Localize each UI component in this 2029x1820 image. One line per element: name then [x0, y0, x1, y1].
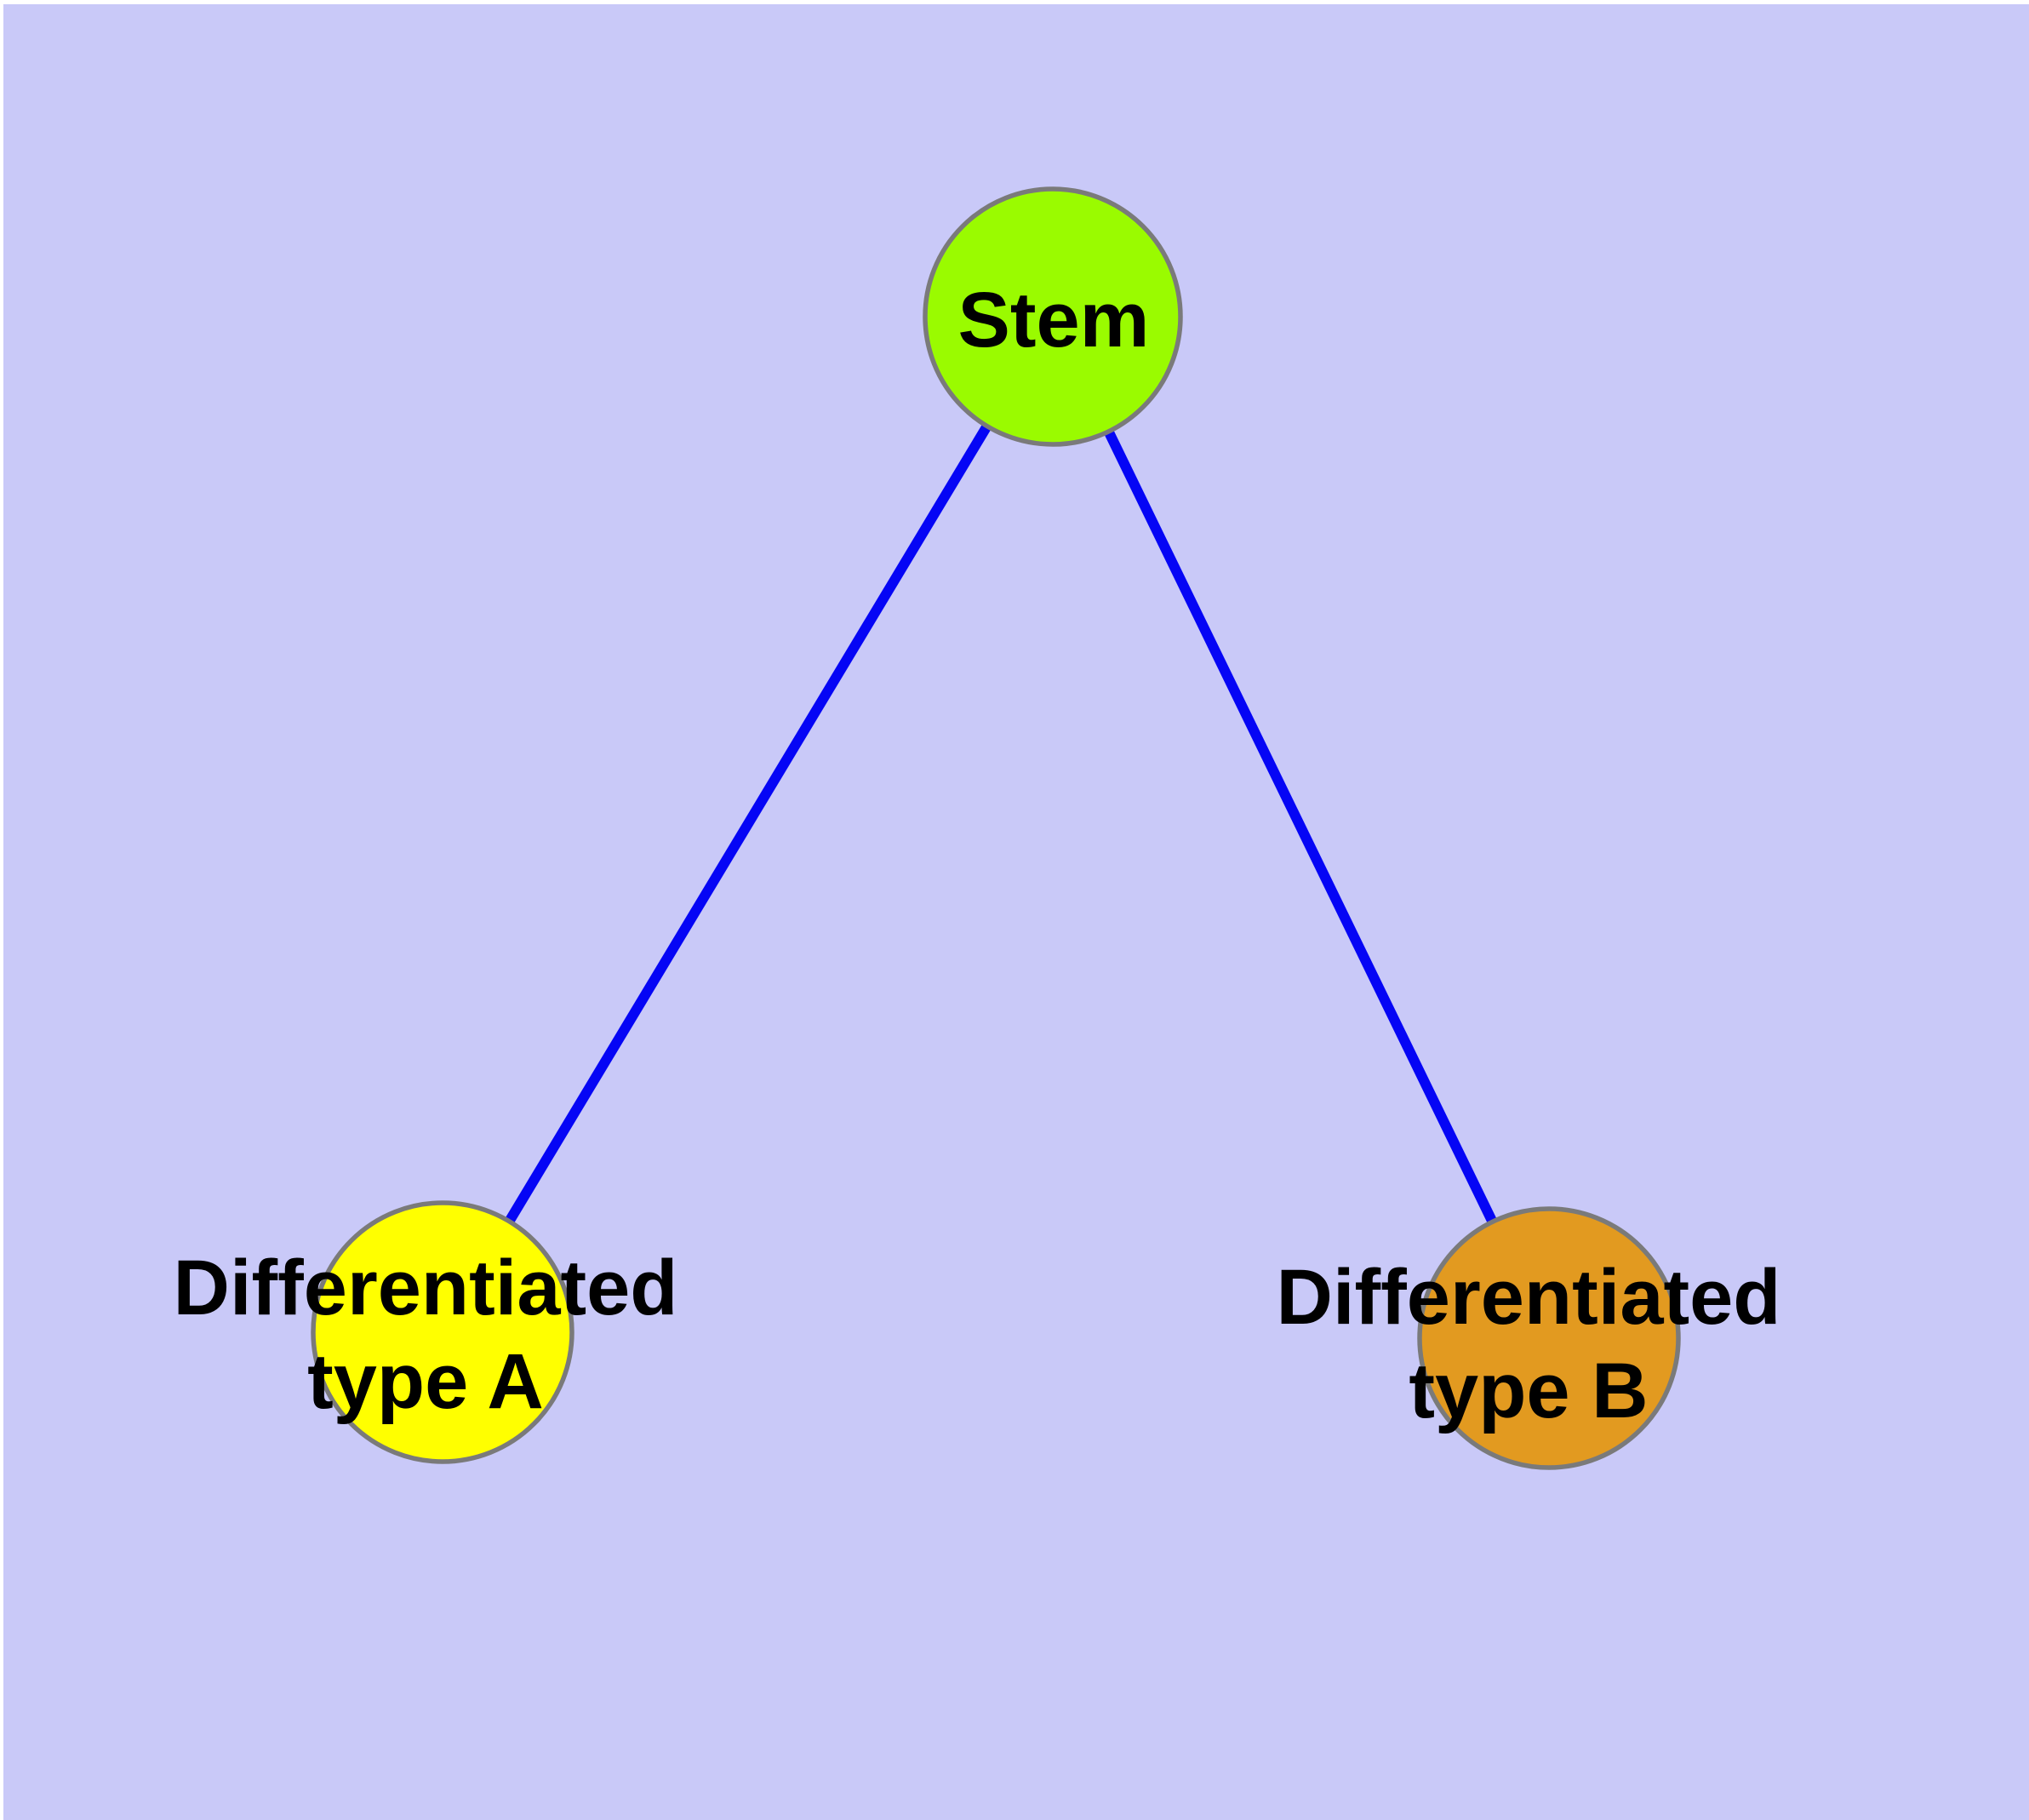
label-line-2: type A [307, 1338, 544, 1425]
label-line-1: Differentiated [1276, 1254, 1781, 1341]
node-label-differentiated-type-a: Differentiated type A [174, 1241, 678, 1428]
edge-stem-to-type-a[interactable] [437, 313, 1058, 1336]
label-line-1: Stem [957, 277, 1150, 363]
label-line-2: type B [1409, 1348, 1649, 1434]
node-differentiated-type-b[interactable] [1417, 1206, 1681, 1470]
node-label-stem: Stem [958, 273, 1150, 367]
node-stem[interactable] [923, 186, 1183, 447]
node-differentiated-type-a[interactable] [311, 1200, 574, 1464]
edge-stem-to-type-b[interactable] [1048, 314, 1554, 1341]
label-line-1: Differentiated [173, 1245, 678, 1331]
node-label-differentiated-type-b: Differentiated type B [1277, 1251, 1781, 1438]
